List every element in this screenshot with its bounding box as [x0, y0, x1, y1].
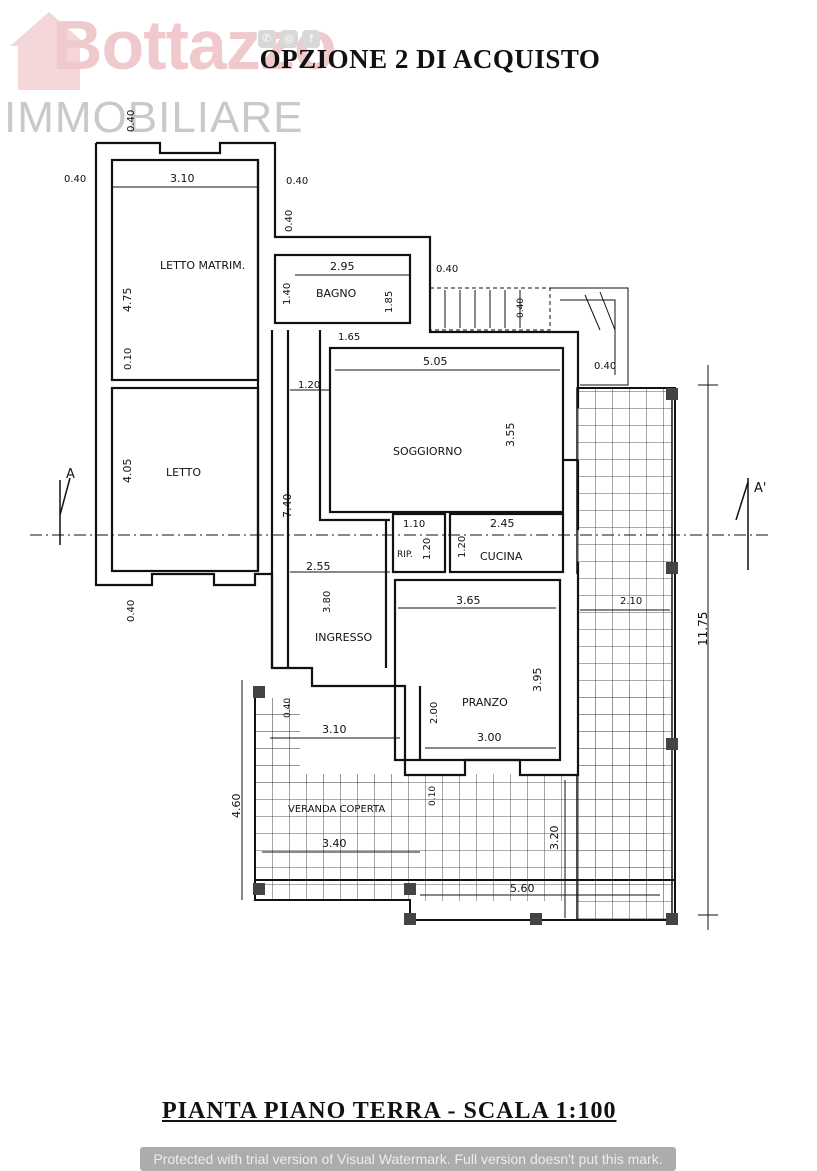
dim-label: 1.10 [403, 519, 425, 530]
dim-label: 3.10 [322, 723, 347, 736]
instagram-icon[interactable]: ◎ [280, 30, 298, 48]
dimension-labels: 0.40 0.40 0.40 3.10 0.40 2.95 0.40 4.75 … [64, 110, 710, 895]
section-arrows [59, 477, 749, 570]
dim-label: 0.10 [428, 786, 438, 806]
dim-label: 1.20 [422, 538, 433, 560]
dim-label: 11.75 [696, 612, 710, 646]
dim-label: 7.40 [281, 494, 294, 519]
social-icons: ✆ ◎ f [258, 30, 320, 48]
section-mark-right: A' [754, 481, 766, 496]
dim-label: 3.80 [322, 591, 333, 613]
dim-label: 3.10 [170, 172, 195, 185]
watermark-banner: Protected with trial version of Visual W… [140, 1147, 676, 1171]
dim-label: 0.40 [284, 210, 295, 232]
dim-label: 4.75 [121, 288, 134, 313]
dim-label: 0.10 [123, 348, 134, 370]
dim-label: 0.40 [283, 698, 293, 718]
dim-label: 3.55 [504, 423, 517, 448]
dim-label: 0.40 [436, 264, 458, 275]
facebook-icon[interactable]: f [302, 30, 320, 48]
dim-label: 2.00 [429, 702, 440, 724]
dim-label: 0.40 [126, 110, 137, 132]
dim-label: 1.65 [338, 332, 360, 343]
columns [253, 388, 678, 925]
room-label-letto: LETTO [166, 466, 201, 479]
room-label-cucina: CUCINA [480, 550, 523, 563]
house-walls [94, 141, 580, 777]
house-logo-icon [10, 12, 88, 90]
dim-label: 0.40 [286, 176, 308, 187]
staircase [429, 287, 629, 386]
dim-label: 3.20 [548, 826, 561, 851]
dim-label: 3.40 [322, 837, 347, 850]
plan-caption: PIANTA PIANO TERRA - SCALA 1:100 [162, 1098, 617, 1124]
dim-label: 0.40 [64, 174, 86, 185]
dim-label: 1.85 [384, 291, 395, 313]
dim-label: 2.55 [306, 560, 331, 573]
dim-label: 0.40 [126, 600, 137, 622]
room-labels: LETTO MATRIM. BAGNO SOGGIORNO LETTO RIP.… [66, 259, 766, 815]
dim-label: 3.65 [456, 594, 481, 607]
dim-label: 1.20 [457, 536, 468, 558]
dim-label: 4.05 [121, 459, 134, 484]
room-label-ingresso: INGRESSO [315, 631, 373, 644]
dim-label: 2.45 [490, 517, 515, 530]
page-title: OPZIONE 2 DI ACQUISTO [259, 44, 601, 74]
overall-dimension-line [112, 186, 718, 930]
dim-label: 3.95 [531, 668, 544, 693]
dim-label: 5.60 [510, 882, 535, 895]
logo-subtitle: IMMOBILIARE [4, 93, 304, 142]
section-mark-left: A [66, 467, 75, 482]
dim-label: 1.40 [282, 283, 293, 305]
house-floor-fill [300, 574, 578, 774]
dim-label: 0.40 [594, 361, 616, 372]
whatsapp-icon[interactable]: ✆ [258, 30, 276, 48]
dim-label: 0.40 [516, 298, 526, 318]
dim-label: 1.20 [298, 380, 320, 391]
dim-label: 2.10 [620, 596, 642, 607]
room-label-letto-matrim: LETTO MATRIM. [160, 259, 245, 272]
room-label-soggiorno: SOGGIORNO [393, 445, 462, 458]
dim-label: 5.05 [423, 355, 448, 368]
dim-label: 3.00 [477, 731, 502, 744]
room-label-pranzo: PRANZO [462, 696, 508, 709]
dim-label: 4.60 [230, 794, 243, 819]
room-label-bagno: BAGNO [316, 287, 357, 300]
room-label-veranda: VERANDA COPERTA [288, 804, 385, 815]
dim-label: 2.95 [330, 260, 355, 273]
room-label-rip: RIP. [397, 550, 413, 560]
